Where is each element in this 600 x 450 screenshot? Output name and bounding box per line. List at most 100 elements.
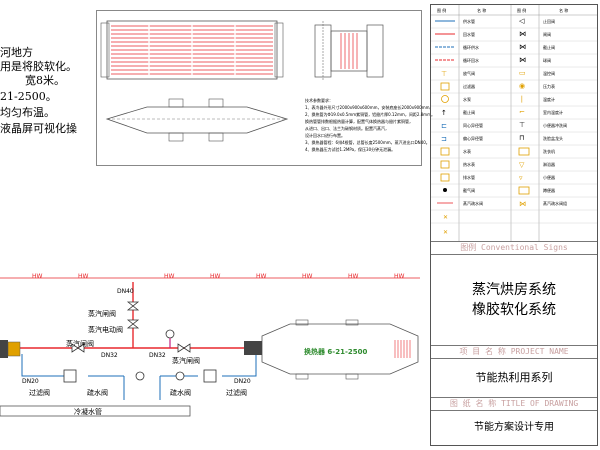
hw-label: HW [394, 273, 405, 280]
svg-text:↑: ↑ [441, 109, 447, 117]
dn40-label: DN40 [117, 288, 134, 295]
svg-text:▿: ▿ [519, 174, 523, 182]
legend-name: 过滤器 [463, 84, 475, 89]
legend-name: 蒸汽疏水阀组 [543, 201, 567, 206]
svg-text:⌐: ⌐ [519, 108, 525, 116]
legend-header-name-2: 名 称 [559, 8, 569, 13]
svg-text:⋈: ⋈ [519, 30, 526, 38]
spec-line: 从进口、出口、法兰为碳钢材质。配置汽蒸汽， [305, 126, 389, 131]
hw-label: HW [302, 273, 313, 280]
legend-header-symbol-2: 图 例 [517, 8, 527, 13]
drain-valve-label: 疏水阀 [87, 389, 108, 397]
legend-grid: ⊤ ↑ ⊏ ⊐ ✕ ✕ ◁ ⋈ ⋈ ⋈ ▭ ◉ ❘ ⌐ [431, 5, 597, 241]
legend-name: 小便器冲洗阀 [543, 123, 567, 128]
svg-text:▽: ▽ [519, 161, 525, 169]
hw-label: HW [210, 273, 221, 280]
project-name: 节能热利用系列 [475, 371, 553, 384]
hw-label: HW [164, 273, 175, 280]
dn20-label: DN20 [234, 378, 251, 385]
intro-line-6: 液晶屏可视化操 [0, 122, 77, 135]
legend-name: 止回阀 [543, 19, 555, 24]
legend-name: 循环回水 [463, 58, 479, 63]
legend-name: 供水管 [463, 19, 475, 24]
system-title-1: 蒸汽烘房系统 [472, 282, 556, 298]
svg-text:⊤: ⊤ [441, 70, 447, 78]
steam-main-pipe [20, 282, 262, 349]
spec-line: 设计回水口进行布置。 [305, 133, 345, 138]
legend-name: 水表 [463, 149, 471, 154]
intro-line-1: 河地方 [0, 46, 33, 59]
drawing-title: 节能方案设计专用 [474, 422, 554, 433]
system-title-2: 橡胶软化系统 [472, 302, 556, 318]
system-title-box: 蒸汽烘房系统 橡胶软化系统 [431, 255, 597, 346]
legend-name: 洗衣机 [543, 149, 555, 154]
spec-line: 4、换热器压力试验1.2MPa，保压30分钟无泄漏。 [305, 147, 396, 152]
legend-name: 小便器 [543, 175, 555, 180]
legend-name: 温控阀 [543, 71, 555, 76]
condensate-pipe-label: 冷凝水管 [74, 408, 102, 416]
legend-name: 循环供水 [463, 45, 479, 50]
filter-valve-label: 过滤阀 [226, 389, 247, 397]
steam-electric-valve-label: 蒸汽电动阀 [88, 326, 123, 334]
condensate-pipe [0, 405, 191, 417]
left-exchanger-stub [0, 340, 21, 358]
legend-caption: 图例 Conventional Signs [431, 241, 597, 255]
svg-text:✕: ✕ [443, 214, 448, 221]
svg-text:⋈: ⋈ [519, 56, 526, 64]
drawing-title-label: 图 纸 名 称 TITLE OF DRAWING [431, 398, 597, 411]
intro-line-4: 21-2500。 [0, 90, 57, 103]
spec-line: 2、换热管为Φ19.0x0.5mm紫铜管，铝翅片厚0.12mm，间距2.8mm。 [305, 112, 435, 117]
legend-header-symbol-1: 图 例 [437, 8, 447, 13]
hw-label: HW [32, 273, 43, 280]
legend-name: 闸阀 [543, 32, 551, 37]
project-name-box: 节能热利用系列 [431, 359, 597, 398]
svg-text:⋈: ⋈ [519, 43, 526, 51]
legend-name: 温度计 [543, 97, 555, 102]
steam-gate-valve-label: 蒸汽闸阀 [88, 310, 116, 318]
hw-label: HW [256, 273, 267, 280]
legend-name: 截止阀 [463, 110, 475, 115]
svg-text:◉: ◉ [519, 82, 525, 90]
steam-gate-valve-label: 蒸汽闸阀 [66, 340, 94, 348]
svg-text:⊐: ⊐ [441, 135, 447, 143]
legend-name: 截止阀 [543, 45, 555, 50]
legend-name: 球阀 [543, 58, 551, 63]
dn32-label: DN32 [149, 352, 166, 359]
spec-notes-title: 技术参数要求： [305, 98, 333, 103]
spec-line: 换热管管排数根据热量计算，配置气体换热器与翅片紫铜管， [305, 119, 413, 124]
piping-schematic [0, 277, 420, 417]
legend-name: 热水表 [463, 162, 475, 167]
valve-symbols [63, 301, 217, 383]
drawing-frame-right: ⊤ ↑ ⊏ ⊐ ✕ ✕ ◁ ⋈ ⋈ ⋈ ▭ ◉ ❘ ⌐ [430, 4, 598, 446]
intro-line-2: 用是将胶软化。 [0, 60, 77, 73]
exchanger-nameplate: 换热器 6-21-2500 [304, 348, 368, 356]
legend-name: 回水管 [463, 32, 475, 37]
project-name-label: 项 目 名 称 PROJECT NAME [431, 346, 597, 359]
svg-text:⊏: ⊏ [441, 122, 447, 130]
legend-name: 蒸汽疏水阀 [463, 201, 483, 206]
hw-label: HW [78, 273, 89, 280]
legend-name: 排水管 [463, 175, 475, 180]
legend-name: 同心异径管 [463, 123, 483, 128]
steam-gate-valve-label: 蒸汽闸阀 [172, 357, 200, 365]
hw-label: HW [348, 273, 359, 280]
svg-text:▭: ▭ [519, 69, 526, 77]
legend-symbols: ⊤ ↑ ⊏ ⊐ ✕ ✕ ◁ ⋈ ⋈ ⋈ ▭ ◉ ❘ ⌐ [435, 17, 530, 236]
spec-line: 1、表冷器外形尺寸2000x900x600mm，安装底座长2000x900mm。 [305, 105, 434, 110]
svg-text:⊤: ⊤ [519, 121, 525, 129]
heat-exchanger-detail-drawing: 技术参数要求： 1、表冷器外形尺寸2000x900x600mm，安装底座长200… [96, 10, 435, 166]
drain-valve-label: 疏水阀 [170, 389, 191, 397]
spec-line: 3、换热器管程：6排4根管，总管长度2500mm，蒸汽进出口DN40。 [305, 140, 430, 145]
legend-header-name-1: 名 称 [477, 8, 487, 13]
spec-notes: 技术参数要求： 1、表冷器外形尺寸2000x900x600mm，安装底座长200… [305, 97, 435, 153]
svg-text:✕: ✕ [443, 229, 448, 236]
right-exchanger-unit [244, 319, 419, 380]
drawing-title-box: 节能方案设计专用 [431, 411, 597, 445]
legend-name: 水泵 [463, 97, 471, 102]
exchanger-plan-view [105, 98, 289, 142]
legend-name: 放气阀 [463, 71, 475, 76]
exchanger-detail-svg [100, 20, 384, 142]
filter-valve-label: 过滤阀 [29, 389, 50, 397]
legend-table: ⊤ ↑ ⊏ ⊐ ✕ ✕ ◁ ⋈ ⋈ ⋈ ▭ ◉ ❘ ⌐ [431, 5, 597, 241]
legend-name: 洗脸盆龙头 [543, 136, 563, 141]
